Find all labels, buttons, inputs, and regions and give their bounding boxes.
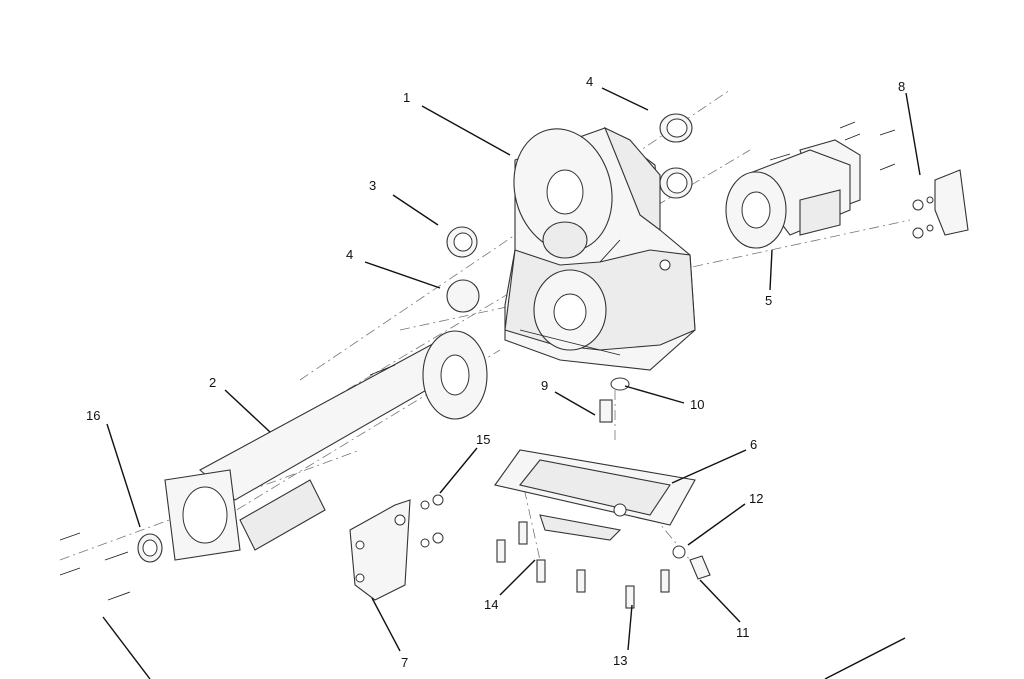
callout-4-left: 4: [346, 247, 353, 262]
leader-lines: [102, 87, 921, 679]
right-bracket: [769, 121, 969, 239]
callout-2: 2: [209, 375, 216, 390]
callout-11: 11: [736, 625, 750, 640]
right-axle-tube: [725, 139, 861, 249]
callout-13: 13: [613, 653, 627, 668]
callout-15: 15: [476, 432, 490, 447]
callout-1: 1: [403, 90, 410, 105]
callout-16: 16: [86, 408, 100, 423]
left-bracket: [349, 499, 411, 601]
callout-3: 3: [369, 178, 376, 193]
callout-10: 10: [690, 397, 704, 412]
seal-rings: [446, 113, 693, 313]
callout-4-top: 4: [586, 74, 593, 89]
gearbox-housing: [504, 126, 696, 371]
oil-pan: [494, 449, 696, 541]
fasteners: [59, 377, 711, 609]
callout-5: 5: [765, 293, 772, 308]
callout-8: 8: [898, 79, 905, 94]
callout-9: 9: [541, 378, 548, 393]
callout-7: 7: [401, 655, 408, 670]
callout-12: 12: [749, 491, 763, 506]
callout-14: 14: [484, 597, 498, 612]
callout-labels: 1 2 3 4 4 5 6 7 8 9 10 11 12 13 14 15 16: [86, 74, 905, 670]
left-axle-tube: [164, 330, 488, 561]
callout-6: 6: [750, 437, 757, 452]
